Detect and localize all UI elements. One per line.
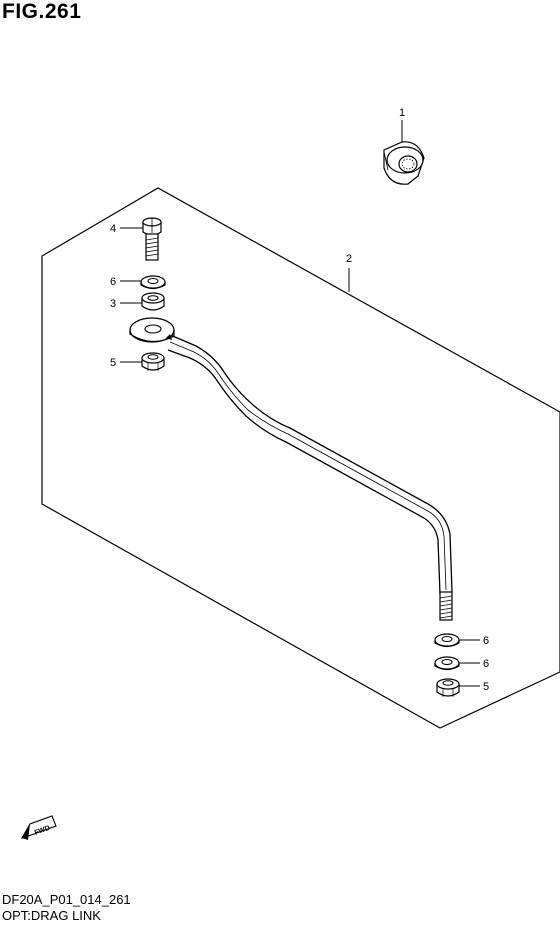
callout-5-bottom: 5 [483,681,489,693]
part-1-nut[interactable] [383,141,425,185]
part-2-drag-link[interactable] [129,317,453,621]
part-3-collar[interactable] [141,292,165,311]
callout-1: 1 [399,107,405,119]
figure-title: FIG.261 [2,0,82,23]
callout-4: 4 [110,223,116,235]
part-6-washer-b[interactable] [434,656,460,671]
callout-6-top: 6 [110,276,116,288]
callout-3: 3 [110,298,116,310]
part-6-washer-top[interactable] [140,275,166,290]
part-6-washer-a[interactable] [434,633,460,648]
kit-outline [41,187,560,729]
callout-6-b: 6 [483,658,489,670]
part-5-nut-top[interactable] [141,352,165,371]
fwd-arrow-icon: FWD [20,815,57,840]
part-5-nut-bottom[interactable] [436,678,460,697]
figure-caption: OPT:DRAG LINK [2,908,101,923]
part-4-bolt[interactable] [142,217,162,261]
callout-2: 2 [346,253,352,265]
callout-5-top: 5 [110,357,116,369]
callout-6-a: 6 [483,635,489,647]
figure-code: DF20A_P01_014_261 [2,892,131,907]
